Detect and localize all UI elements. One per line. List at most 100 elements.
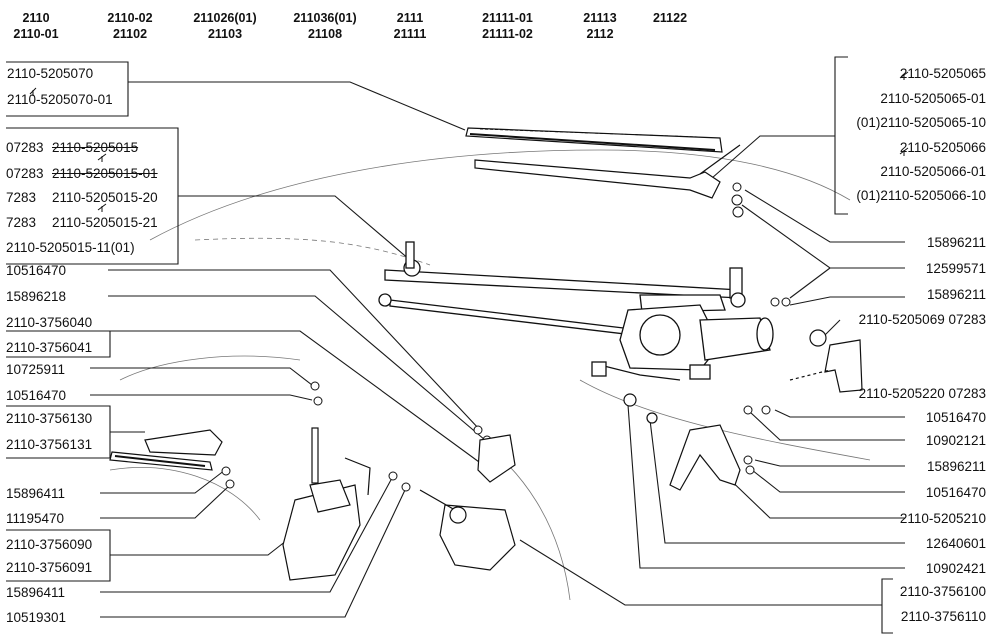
leader-blade <box>128 81 466 131</box>
leader-11195470 <box>100 484 231 519</box>
model-label: 2111 <box>396 11 424 25</box>
part-number: 2110-3756041 <box>6 340 93 355</box>
wiper-arm <box>474 144 741 199</box>
model-label: 21111 <box>393 27 427 41</box>
part-number: 10516470 <box>6 263 67 278</box>
part-number: 2110-5205066-01 <box>880 164 986 179</box>
car-body-outline-6 <box>109 467 261 521</box>
part-number: 10519301 <box>6 610 67 625</box>
part-number: 10516470 <box>6 388 67 403</box>
bracket-r1 <box>834 56 848 215</box>
part-number: 2110-5205065-01 <box>880 91 986 106</box>
model-col-6: 21111-01 21111-02 <box>465 10 550 42</box>
leader-10516470a <box>108 269 481 431</box>
leader-3756100 <box>519 539 882 606</box>
model-col-2: 2110-02 21102 <box>95 10 165 42</box>
bracket-l3 <box>6 330 111 358</box>
leader-15896218 <box>108 295 486 441</box>
leader-3756040 <box>110 330 491 471</box>
leader-10725911 <box>90 367 313 386</box>
part-number-superseded: 2110-5205015-01 <box>52 166 158 181</box>
part-number: 2110-3756090 <box>6 537 93 552</box>
part-number: 10725911 <box>6 362 66 377</box>
model-label: 21102 <box>112 27 148 41</box>
part-number: 12599571 <box>925 261 986 276</box>
part-number: 2110-5205066 <box>899 140 986 155</box>
part-number: 2110-5205015-20 <box>52 190 158 205</box>
part-number: 15896218 <box>6 289 67 304</box>
model-label: 21113 <box>583 11 617 25</box>
part-number-prefix: 07283 <box>6 140 44 155</box>
leader-10516470b <box>90 394 313 401</box>
part-number: 2110-5205015-11(01) <box>6 240 135 255</box>
model-col-8: 21122 <box>640 10 700 26</box>
part-number: 12640601 <box>925 536 986 551</box>
model-col-1: 2110 2110-01 <box>6 10 66 42</box>
front-wiper-motor <box>591 304 774 381</box>
motor-bracket <box>789 329 863 393</box>
part-number: 2110-5205065 <box>899 66 986 81</box>
leader-5205210 <box>719 469 905 519</box>
leader-10902421 <box>627 404 905 569</box>
part-number: 2110-3756100 <box>899 584 986 599</box>
part-number: 15896211 <box>926 287 986 302</box>
arrow-marks <box>29 71 909 212</box>
rear-pump <box>419 489 516 571</box>
part-number: 2110-3756130 <box>6 411 93 426</box>
part-number: 11195470 <box>6 511 65 526</box>
part-number: 15896211 <box>926 459 986 474</box>
part-number: 10902121 <box>925 433 986 448</box>
part-number-superseded: 2110-5205015 <box>52 140 139 155</box>
leader-arm-rear <box>711 135 835 179</box>
part-number: 15896211 <box>926 235 986 250</box>
model-col-7: 21113 2112 <box>570 10 630 42</box>
leader-15896411b <box>100 477 393 593</box>
part-number: 2110-3756110 <box>900 609 986 624</box>
pivot-bracket <box>477 434 516 483</box>
lower-bracket <box>623 393 741 491</box>
part-number: 2110-5205015-21 <box>52 215 158 230</box>
leader-15896211b <box>789 296 905 306</box>
wiper-linkage <box>378 241 746 337</box>
part-number-prefix: 07283 <box>6 166 44 181</box>
model-label: 211026(01) <box>193 11 257 25</box>
leader-12599571a <box>741 204 905 269</box>
leader-arm-front <box>178 195 411 261</box>
model-label: 211036(01) <box>293 11 357 25</box>
part-number: 2110-3756040 <box>6 315 93 330</box>
part-number: 10902421 <box>925 561 986 576</box>
model-label: 21111-01 <box>482 11 533 25</box>
model-col-3: 211026(01) 21103 <box>180 10 270 42</box>
model-label: 21108 <box>307 27 343 41</box>
part-number: 15896411 <box>6 486 66 501</box>
leader-12599571b <box>789 267 831 299</box>
leader-15896211c <box>754 459 905 467</box>
model-label: 21103 <box>207 27 243 41</box>
part-number: 10516470 <box>925 485 986 500</box>
model-label: 2110-01 <box>13 27 59 41</box>
model-label: 21122 <box>652 11 688 25</box>
leader-12640601 <box>649 419 905 544</box>
part-number: 2110-5205220 07283 <box>858 386 986 401</box>
leader-15896211a <box>744 189 905 243</box>
part-number: 2110-5205070 <box>7 66 94 81</box>
part-number: 2110-5205210 <box>899 511 986 526</box>
model-label: 2110 <box>22 11 50 25</box>
part-number: 2110-3756091 <box>6 560 93 575</box>
leader-10902121 <box>749 411 905 441</box>
part-number: 15896411 <box>6 585 66 600</box>
part-number-prefix: 7283 <box>6 190 37 205</box>
model-label: 2110-02 <box>107 11 153 25</box>
leader-3756090 <box>110 529 301 556</box>
bracket-r2 <box>881 578 893 634</box>
model-col-4: 211036(01) 21108 <box>280 10 370 42</box>
car-body-outline-5 <box>119 355 301 381</box>
car-body-outline-2 <box>194 237 431 266</box>
part-number: 2110-5205070-01 <box>7 92 113 107</box>
part-number: (01)2110-5205065-10 <box>856 115 986 130</box>
model-label: 2112 <box>586 27 614 41</box>
leader-15896411a <box>100 469 226 494</box>
model-col-5: 2111 21111 <box>380 10 440 42</box>
wiper-blade <box>465 127 723 153</box>
